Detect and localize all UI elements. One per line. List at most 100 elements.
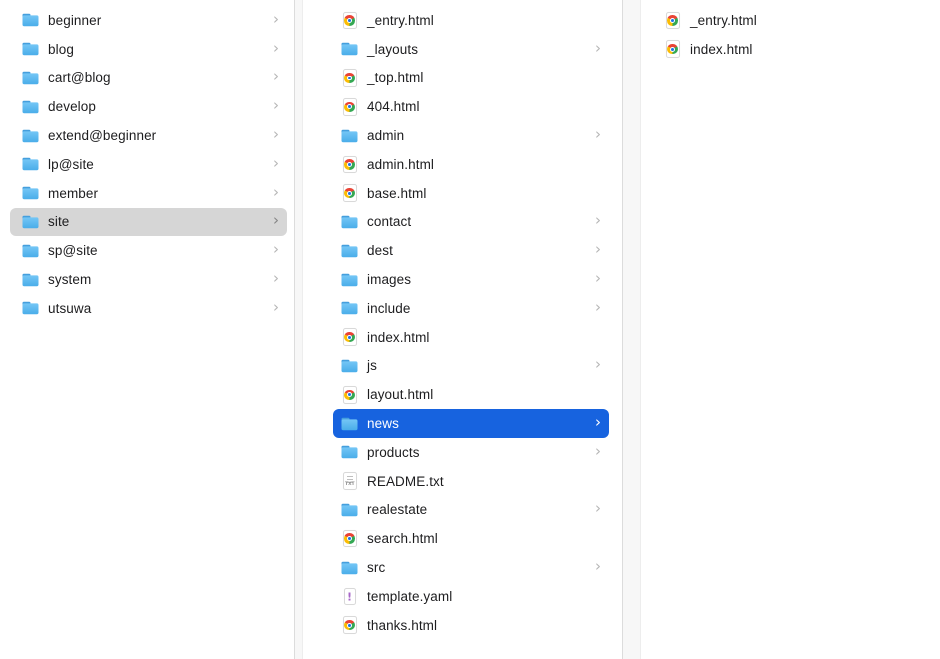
folder-row-system[interactable]: system › [10,265,287,294]
item-label: admin.html [367,156,435,172]
folder-icon [341,356,358,376]
column-site-contents: _entry.html _layouts› _top.html 404.html adm… [303,0,622,659]
chevron-right-icon: › [595,413,601,432]
folder-icon [22,154,39,174]
file-row-entry-html[interactable]: _entry.html [333,6,609,35]
chevron-right-icon: › [595,125,601,144]
item-label: news [367,416,399,432]
chevron-right-icon: › [595,557,601,576]
item-label: index.html [690,41,753,57]
item-label: src [367,560,386,576]
folder-icon [341,241,358,261]
folder-row-products[interactable]: products› [333,438,609,467]
item-label: blog [48,41,74,57]
html-file-icon [341,529,358,549]
chevron-right-icon: › [273,153,279,172]
folder-row-extend-beginner[interactable]: extend@beginner › [10,121,287,150]
chevron-right-icon: › [595,38,601,57]
folder-row-src[interactable]: src › [333,553,609,582]
item-label: layout.html [367,387,434,403]
item-label: index.html [367,329,430,345]
file-row-index-html[interactable]: index.html [333,323,609,352]
item-label: dest [367,243,393,259]
folder-row-dest[interactable]: dest› [333,236,609,265]
folder-icon [341,298,358,318]
file-row-base-html[interactable]: base.html [333,179,609,208]
item-label: lp@site [48,156,94,172]
folder-icon [22,97,39,117]
folder-row-blog[interactable]: blog › [10,35,287,64]
folder-row-admin[interactable]: admin › [333,121,609,150]
folder-row-realestate[interactable]: realestate› [333,496,609,525]
html-file-icon [341,385,358,405]
folder-icon [22,241,39,261]
file-row-top-html[interactable]: _top.html [333,64,609,93]
file-row-template-yaml[interactable]: !template.yaml [333,582,609,611]
column-scrollbar-track[interactable] [622,0,641,659]
folder-icon [341,270,358,290]
html-file-icon [341,68,358,88]
item-label: admin [367,128,405,144]
folder-row-images[interactable]: images › [333,265,609,294]
column-roots: beginner›blog›cart@blog›develop›extend@b… [0,0,294,659]
item-label: extend@beginner [48,128,157,144]
file-row-404-html[interactable]: 404.html [333,92,609,121]
file-row-index-html[interactable]: index.html [655,35,930,64]
html-file-icon [341,10,358,30]
item-label: js [367,358,377,374]
file-row-thanks-html[interactable]: thanks.html [333,611,609,640]
folder-row-sp-site[interactable]: sp@site› [10,236,287,265]
column-scrollbar-track[interactable] [294,0,303,659]
folder-icon [22,68,39,88]
folder-row-contact[interactable]: contact› [333,208,609,237]
item-label: base.html [367,185,427,201]
item-label: _entry.html [367,12,434,28]
folder-row-beginner[interactable]: beginner› [10,6,287,35]
text-file-icon: TXT [341,471,358,491]
folder-row-utsuwa[interactable]: utsuwa› [10,294,287,323]
item-label: _entry.html [690,12,757,28]
item-label: include [367,300,411,316]
item-label: develop [48,99,96,115]
item-label: realestate [367,502,428,518]
folder-icon [22,39,39,59]
folder-icon [22,270,39,290]
item-label: _top.html [367,70,424,86]
folder-row-include[interactable]: include › [333,294,609,323]
item-label: images [367,272,412,288]
item-label: 404.html [367,99,420,115]
html-file-icon [341,615,358,635]
chevron-right-icon: › [595,355,601,374]
chevron-right-icon: › [273,38,279,57]
folder-icon [22,126,39,146]
folder-icon [341,212,358,232]
file-row-entry-html[interactable]: _entry.html [655,6,930,35]
folder-row-cart-blog[interactable]: cart@blog› [10,64,287,93]
item-label: system [48,272,92,288]
chevron-right-icon: › [273,125,279,144]
chevron-right-icon: › [273,182,279,201]
html-file-icon [341,154,358,174]
yaml-file-icon: ! [341,586,358,606]
folder-row-develop[interactable]: develop› [10,92,287,121]
chevron-right-icon: › [595,297,601,316]
folder-icon [22,212,39,232]
chevron-right-icon: › [273,297,279,316]
folder-row-lp-site[interactable]: lp@site › [10,150,287,179]
html-file-icon [341,97,358,117]
file-row-layout-html[interactable]: layout.html [333,380,609,409]
file-row-admin-html[interactable]: admin.html [333,150,609,179]
chevron-right-icon: › [273,269,279,288]
folder-row-site[interactable]: site› [10,207,287,237]
file-row-search-html[interactable]: search.html [333,524,609,553]
folder-row-layouts[interactable]: _layouts› [333,35,609,64]
folder-row-js[interactable]: js › [333,352,609,381]
html-file-icon [664,10,681,30]
folder-icon [341,442,358,462]
html-file-icon [341,327,358,347]
folder-row-news[interactable]: news › [333,409,609,438]
chevron-right-icon: › [595,269,601,288]
chevron-right-icon: › [273,240,279,259]
folder-row-member[interactable]: member› [10,179,287,208]
